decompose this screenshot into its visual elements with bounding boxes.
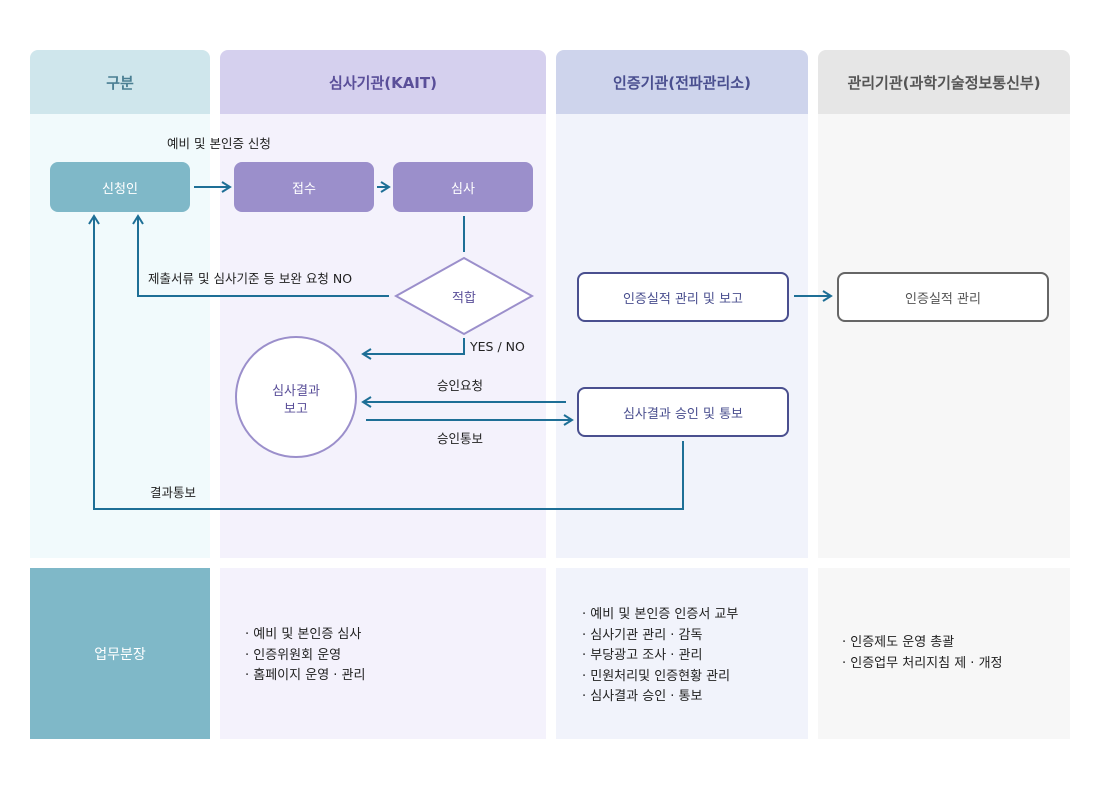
- result-report-label: 심사결과 보고: [246, 383, 346, 419]
- list-item: 인증위원회 운영: [245, 646, 365, 667]
- cert-manage-box: 인증실적 관리: [837, 272, 1049, 322]
- label-supplement: 제출서류 및 심사기준 등 보완 요청 NO: [148, 271, 353, 286]
- list-item: 민원처리및 인증현황 관리: [582, 667, 738, 688]
- arrow-fit-to-result: [361, 338, 465, 360]
- applicant-box: 신청인: [50, 162, 190, 212]
- receipt-box: 접수: [234, 162, 374, 212]
- list-item: 부당광고 조사 · 관리: [582, 646, 738, 667]
- fit-label: 적합: [452, 290, 476, 306]
- duty-list-kait: 예비 및 본인증 심사 인증위원회 운영 홈페이지 운영 · 관리: [245, 625, 365, 687]
- label-result-notice: 결과통보: [150, 485, 197, 500]
- result-report-line-1: 심사결과: [272, 384, 320, 399]
- list-item: 심사결과 승인 · 통보: [582, 687, 738, 708]
- list-item: 홈페이지 운영 · 관리: [245, 666, 365, 687]
- label-apply: 예비 및 본인증 신청: [167, 136, 271, 151]
- duty-list-cert: 예비 및 본인증 인증서 교부 심사기관 관리 · 감독 부당광고 조사 · 관…: [582, 605, 738, 708]
- arrow-result-notice: [88, 214, 684, 510]
- list-item: 예비 및 본인증 심사: [245, 625, 365, 646]
- result-report-line-2: 보고: [284, 402, 308, 417]
- review-box: 심사: [393, 162, 533, 212]
- mgmt-column-bg: [818, 114, 1070, 558]
- label-approval-request: 승인요청: [437, 378, 484, 393]
- header-cert: 인증기관(전파관리소): [556, 50, 808, 114]
- fit-diamond: [393, 256, 535, 336]
- duty-list-mgmt: 인증제도 운영 총괄 인증업무 처리지침 제 · 개정: [842, 633, 1003, 675]
- label-approval-notice: 승인통보: [437, 431, 484, 446]
- label-yes-no: YES / NO: [470, 339, 525, 354]
- duty-title-cell: 업무분장: [30, 568, 210, 739]
- approval-notice-box: 심사결과 승인 및 통보: [577, 387, 789, 437]
- arrow-supplement-to-applicant: [132, 214, 389, 297]
- cert-manage-report-box: 인증실적 관리 및 보고: [577, 272, 789, 322]
- header-kait: 심사기관(KAIT): [220, 50, 546, 114]
- list-item: 심사기관 관리 · 감독: [582, 626, 738, 647]
- header-mgmt: 관리기관(과학기술정보통신부): [818, 50, 1070, 114]
- result-report-circle: [235, 336, 357, 458]
- list-item: 인증업무 처리지침 제 · 개정: [842, 654, 1002, 675]
- list-item: 인증제도 운영 총괄: [842, 633, 1003, 654]
- header-category: 구분: [30, 50, 210, 114]
- duty-title: 업무분장: [94, 646, 146, 663]
- list-item: 예비 및 본인증 인증서 교부: [582, 605, 738, 626]
